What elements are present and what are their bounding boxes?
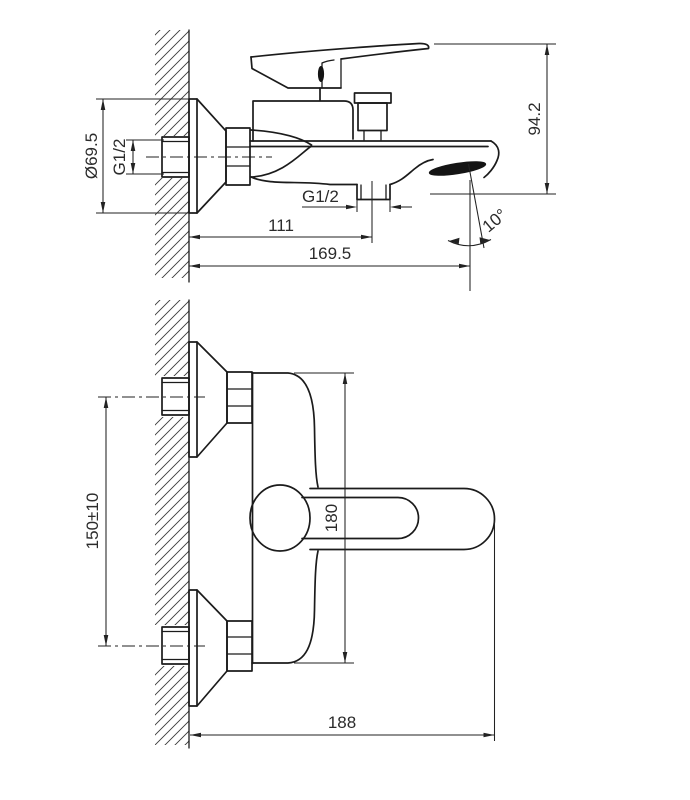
dim-outlet-thread: G1/2 [302,187,412,212]
connection-boss [250,129,313,178]
dim-wall-to-spout: 169.5 [189,180,471,291]
mixer-body-side [252,87,354,142]
dim-mounting-centers: 150±10 [83,396,205,647]
dim-wall-to-spout-label: 169.5 [309,244,352,263]
escutcheon-and-nut-side [188,98,251,214]
inlet-nipple-side [146,136,272,178]
wall-section-side [155,29,190,283]
dim-spout-height-label: 94.2 [525,102,544,135]
handle-inner-pill-front [301,496,420,540]
side-view: Ø69.5 G1/2 94.2 G1/2 [82,29,556,291]
dim-wall-to-outlet: 111 [189,181,373,243]
front-view: 150±10 180 188 [83,299,496,749]
dim-flange-diameter-label: Ø69.5 [82,133,101,179]
dim-spout-angle: 10° [447,163,511,249]
dim-body-height-label: 180 [322,504,341,532]
dim-inlet-thread-label: G1/2 [110,139,129,176]
handle-pill-front [309,487,496,551]
handle-indicator [317,66,325,82]
lever-handle-side [250,42,430,89]
dim-mounting-centers-label: 150±10 [83,493,102,550]
handle-boss-front [249,484,311,552]
dim-spout-angle-label: 10° [479,205,511,236]
dim-spout-height: 94.2 [430,43,556,195]
dim-overall-length: 188 [190,521,496,741]
dim-overall-length-label: 188 [328,713,356,732]
mixer-body-front [249,371,496,665]
wall-section-front [155,299,190,749]
diverter-knob [353,92,392,141]
dim-wall-to-outlet-label: 111 [268,216,294,235]
dim-body-height: 180 [294,372,354,664]
aerator-outlet [428,161,487,176]
spout-side [249,140,500,201]
dim-inlet-thread: G1/2 [110,139,164,176]
dim-outlet-thread-label: G1/2 [302,187,339,206]
dim-flange-diameter: Ø69.5 [82,98,192,214]
